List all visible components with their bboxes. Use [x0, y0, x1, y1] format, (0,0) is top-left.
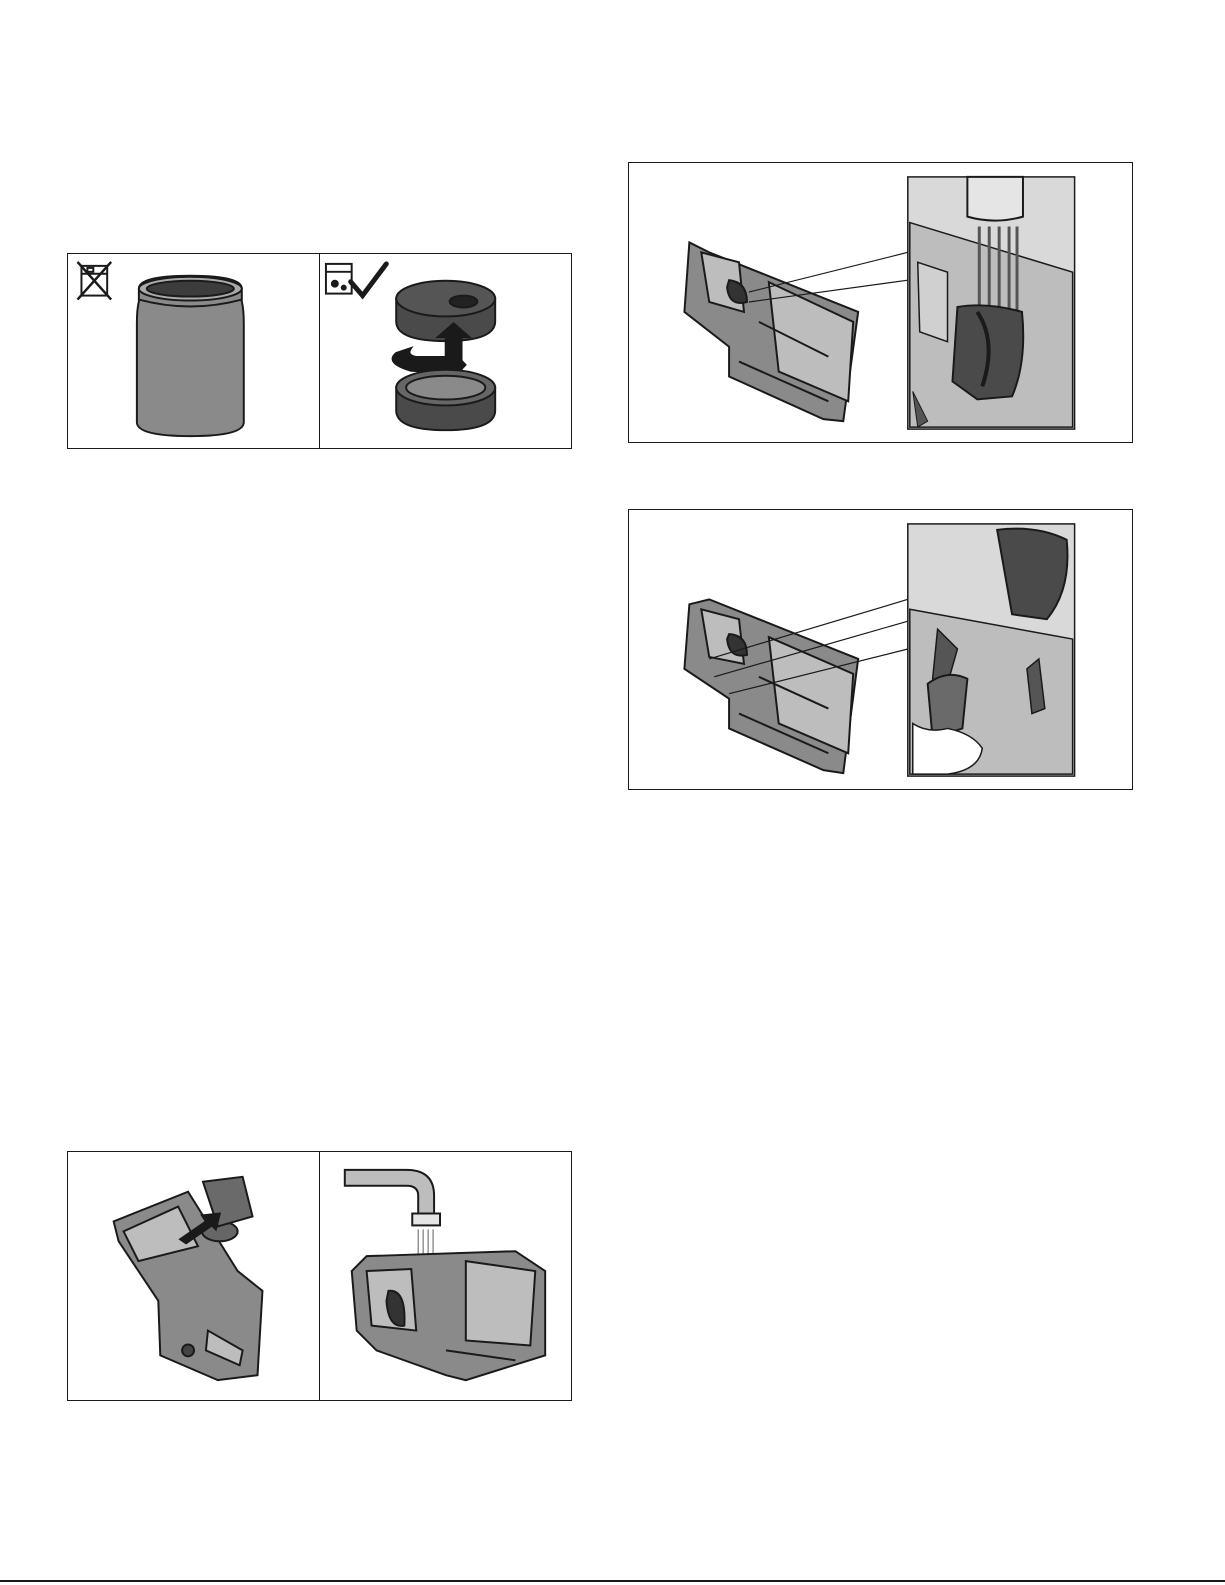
lid-bottom — [396, 370, 495, 430]
faucet-icon — [967, 177, 1023, 221]
milk-container — [137, 276, 244, 436]
brewing-unit-rinse-under-tap — [345, 1170, 545, 1380]
brewing-unit-disassemble-illustration — [68, 1152, 571, 1400]
figure-milk-container-care — [67, 253, 572, 449]
brewing-unit-wipe-illustration — [629, 510, 1132, 789]
brewing-unit-remove-cover — [114, 1177, 263, 1380]
checkmark-icon — [351, 264, 387, 296]
figure-brewing-unit-disassemble-rinse — [67, 1151, 572, 1401]
brewing-unit-overview — [684, 599, 858, 773]
page-footer-rule — [0, 1580, 1225, 1582]
figure-brewing-unit-rinse-detail — [628, 162, 1133, 443]
brewing-unit-rinse-illustration — [629, 163, 1132, 442]
brewing-unit-overview — [684, 242, 858, 421]
dishwasher-ok-icon — [326, 264, 352, 294]
milk-container-illustration — [68, 254, 571, 448]
rinse-closeup — [908, 177, 1075, 429]
no-dishwasher-icon — [77, 262, 111, 300]
faucet-icon — [345, 1170, 434, 1214]
wipe-closeup — [908, 524, 1075, 776]
figure-brewing-unit-wipe-detail — [628, 509, 1133, 790]
callout-line — [749, 252, 908, 292]
